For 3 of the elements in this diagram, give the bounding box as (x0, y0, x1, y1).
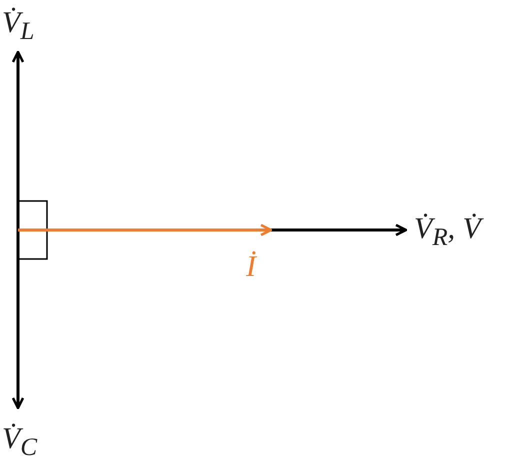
phasor-label: V̇$_{L}$ (2, 6, 34, 47)
phasor-label: İ (246, 250, 256, 284)
phasor-label: V̇$_{C}$ (2, 422, 38, 462)
